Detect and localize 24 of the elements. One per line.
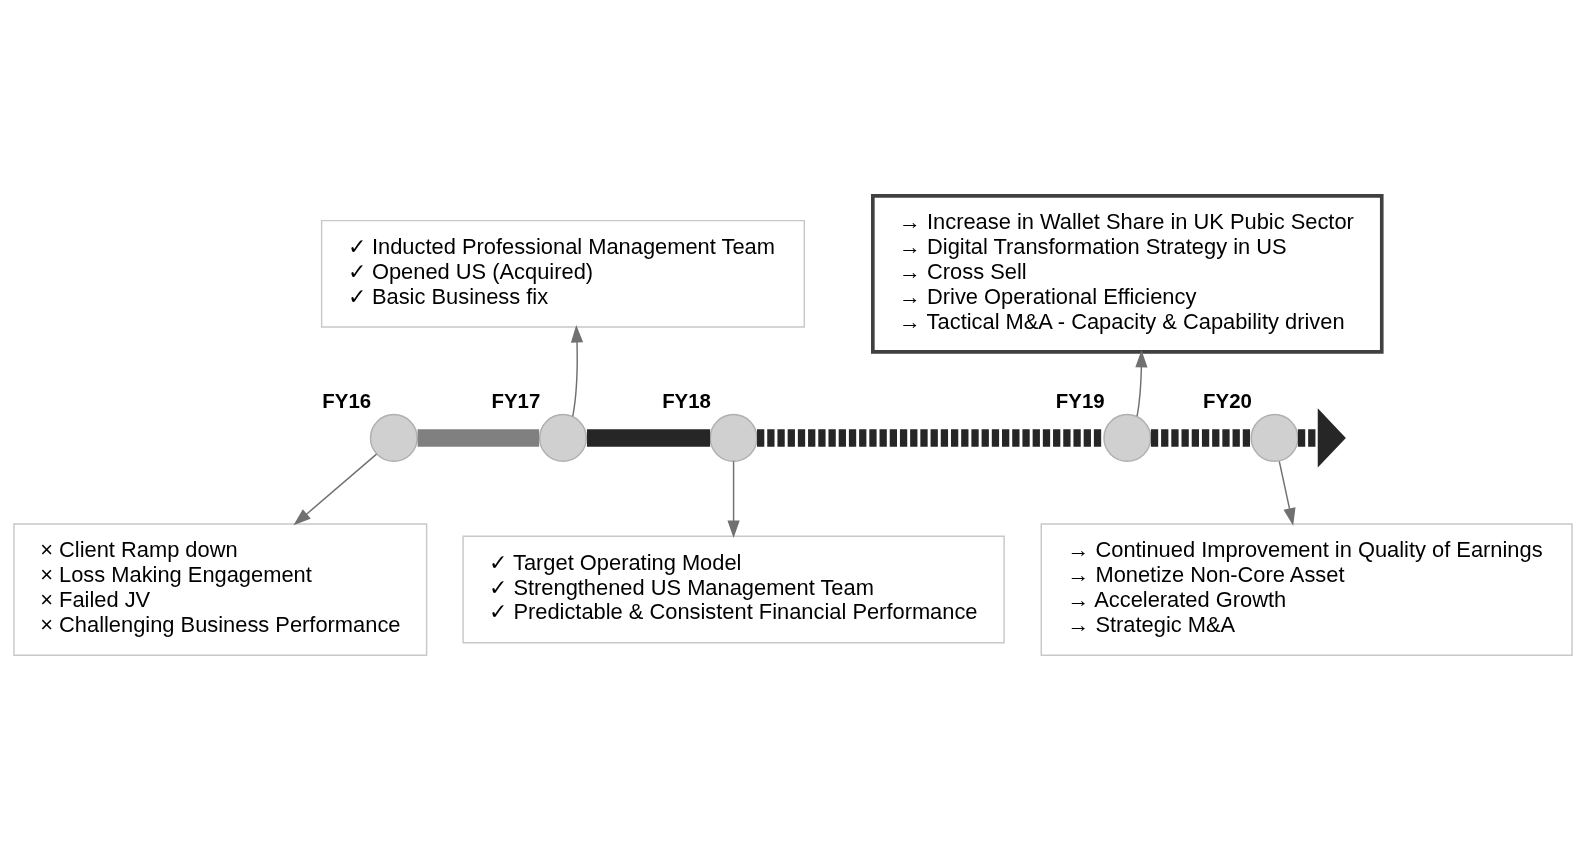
arrow (1135, 349, 1148, 417)
arrow (727, 460, 740, 538)
connector (757, 429, 1104, 447)
arrow (1278, 460, 1296, 526)
node-label: FY18 (662, 389, 711, 412)
node-circle (709, 413, 758, 462)
connector (586, 429, 711, 447)
arrow (570, 324, 584, 418)
node-circle (1103, 413, 1152, 462)
node-label: FY17 (491, 389, 541, 412)
node-circle (369, 413, 418, 462)
node-box: → Increase in Wallet Share in UK Pubic Sector → Digital Transformation Strategy in US → Cross Sell → Drive Operational Efficiency → Tactical M&A - Capacity & Capability driven (871, 194, 1384, 354)
node-circle (538, 413, 588, 462)
arrow (293, 453, 378, 526)
node-box: → Continued Improvement in Quality of Earnings → Monetize Non-Core Asset → Accelerated Growth → Strategic M&A (1040, 523, 1573, 656)
node-box: ✓ Inducted Professional Management Team ✓ Opened US (Acquired) ✓ Basic Business fix (320, 219, 806, 328)
node-label: FY19 (1055, 389, 1105, 412)
node-circle (1250, 413, 1299, 462)
node-label: FY16 (322, 389, 372, 412)
arrow (1297, 408, 1346, 468)
node-box: × Client Ramp down × Loss Making Engagement × Failed JV × Challenging Business Performance (13, 523, 428, 656)
node-box: ✓ Target Operating Model ✓ Strengthened US Management Team ✓ Predictable & Consistent Financial Performance (462, 535, 1005, 644)
node-label: FY20 (1203, 389, 1252, 412)
connector (417, 429, 540, 447)
